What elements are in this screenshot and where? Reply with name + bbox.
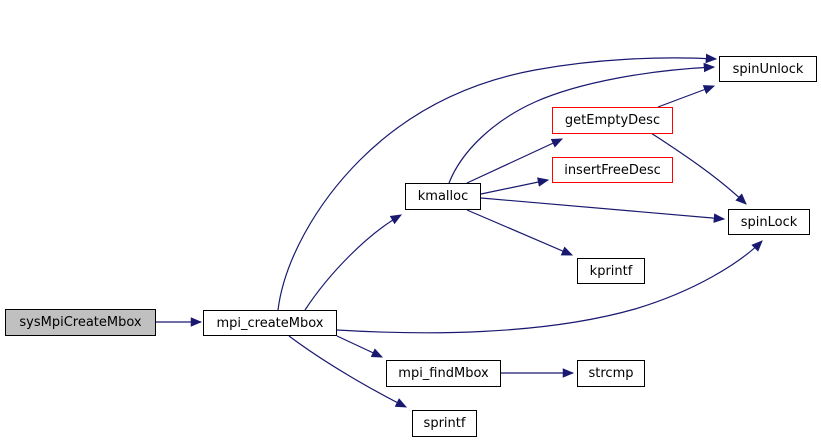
node-label: spinUnlock bbox=[732, 61, 804, 77]
node-sys-mpi-create-mbox: sysMpiCreateMbox bbox=[5, 309, 156, 336]
edge-mpi-create-mbox-to-kmalloc bbox=[304, 214, 402, 311]
node-label: getEmptyDesc bbox=[564, 113, 661, 128]
node-kprintf[interactable]: kprintf bbox=[577, 258, 645, 284]
node-label: kmalloc bbox=[417, 189, 469, 204]
node-strcmp[interactable]: strcmp bbox=[577, 360, 645, 387]
edge-kmalloc-to-kprintf bbox=[466, 209, 574, 256]
node-get-empty-desc[interactable]: getEmptyDesc bbox=[552, 107, 673, 134]
node-sprintf[interactable]: sprintf bbox=[412, 410, 477, 437]
node-label: insertFreeDesc bbox=[564, 162, 661, 178]
edge-kmalloc-to-insert-free-desc bbox=[480, 177, 550, 195]
node-spin-lock[interactable]: spinLock bbox=[728, 209, 810, 235]
node-mpi-find-mbox[interactable]: mpi_findMbox bbox=[386, 360, 501, 387]
node-spin-unlock[interactable]: spinUnlock bbox=[719, 56, 817, 82]
node-label: mpi_createMbox bbox=[216, 315, 324, 331]
edge-mpi-create-mbox-to-spin-unlock bbox=[277, 53, 718, 311]
edge-kmalloc-to-spin-unlock bbox=[448, 62, 716, 184]
node-label: sprintf bbox=[423, 416, 466, 431]
node-label: kprintf bbox=[589, 263, 633, 279]
node-kmalloc[interactable]: kmalloc bbox=[405, 183, 481, 210]
node-insert-free-desc[interactable]: insertFreeDesc bbox=[552, 157, 673, 183]
edge-mpi-create-mbox-to-mpi-find-mbox bbox=[336, 335, 384, 358]
node-label: sysMpiCreateMbox bbox=[19, 315, 142, 330]
edge-kmalloc-to-get-empty-desc bbox=[466, 138, 564, 184]
edge-mpi-create-mbox-to-spin-lock bbox=[336, 240, 763, 334]
edge-kmalloc-to-spin-lock bbox=[480, 197, 726, 223]
edge-mpi-create-mbox-to-sprintf bbox=[288, 335, 408, 408]
node-label: mpi_findMbox bbox=[398, 366, 489, 381]
node-label: strcmp bbox=[588, 366, 634, 381]
node-label: spinLock bbox=[740, 214, 798, 230]
node-mpi-create-mbox[interactable]: mpi_createMbox bbox=[203, 310, 337, 336]
edge-get-empty-desc-to-spin-lock bbox=[650, 132, 747, 205]
edge-get-empty-desc-to-spin-unlock bbox=[657, 85, 716, 108]
